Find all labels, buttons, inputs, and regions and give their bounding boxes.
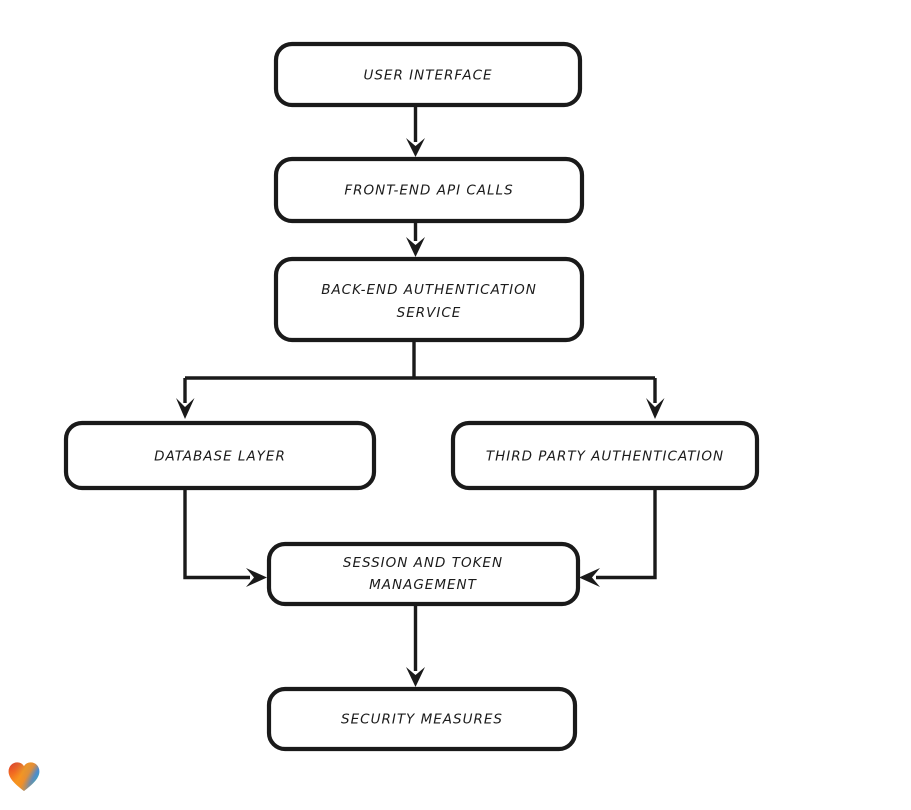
edge-backend-auth-service-to-database-layer: [176, 378, 195, 419]
node-session-token-mgmt[interactable]: SESSION AND TOKEN MANAGEMENT: [266, 541, 581, 607]
node-backend-auth-service-label-line2: SERVICE: [397, 305, 462, 321]
node-frontend-api-calls-label: FRONT-END API CALLS: [344, 183, 513, 199]
node-user-interface-box[interactable]: [273, 41, 583, 108]
edge-session-token-mgmt-to-security-measures: [406, 605, 425, 687]
edge-backend-auth-service-to-third-party-auth: [646, 378, 665, 419]
node-session-token-mgmt-box[interactable]: [266, 541, 581, 607]
node-user-interface-label: USER INTERFACE: [363, 68, 492, 84]
node-database-layer-label: DATABASE LAYER: [154, 449, 286, 465]
node-third-party-auth-box[interactable]: [450, 420, 760, 491]
node-third-party-auth-label: THIRD PARTY AUTHENTICATION: [486, 449, 724, 465]
node-database-layer[interactable]: DATABASE LAYER: [63, 420, 377, 491]
node-backend-auth-service-label-line1: BACK-END AUTHENTICATION: [321, 282, 537, 298]
node-database-layer-box[interactable]: [63, 420, 377, 491]
edge-user-interface-to-frontend-api-calls: [406, 106, 425, 157]
edge-third-party-auth-to-session-token-mgmt: [579, 489, 657, 587]
node-frontend-api-calls[interactable]: FRONT-END API CALLS: [273, 156, 585, 224]
edge-frontend-api-calls-to-backend-auth-service: [406, 222, 425, 257]
node-session-token-mgmt-label-line1: SESSION AND TOKEN: [343, 555, 503, 571]
node-security-measures-box[interactable]: [266, 686, 578, 752]
heart-icon: [8, 762, 40, 791]
node-backend-auth-service[interactable]: BACK-END AUTHENTICATION SERVICE: [273, 256, 585, 343]
node-user-interface[interactable]: USER INTERFACE: [273, 41, 583, 108]
node-third-party-auth[interactable]: THIRD PARTY AUTHENTICATION: [450, 420, 760, 491]
node-backend-auth-service-box[interactable]: [273, 256, 585, 343]
node-security-measures-label: SECURITY MEASURES: [341, 712, 503, 728]
node-session-token-mgmt-label-line2: MANAGEMENT: [369, 577, 477, 593]
node-frontend-api-calls-box[interactable]: [273, 156, 585, 224]
edge-backend-auth-service-split-bus: [185, 341, 655, 380]
edge-database-layer-to-session-token-mgmt: [183, 489, 267, 587]
node-security-measures[interactable]: SECURITY MEASURES: [266, 686, 578, 752]
